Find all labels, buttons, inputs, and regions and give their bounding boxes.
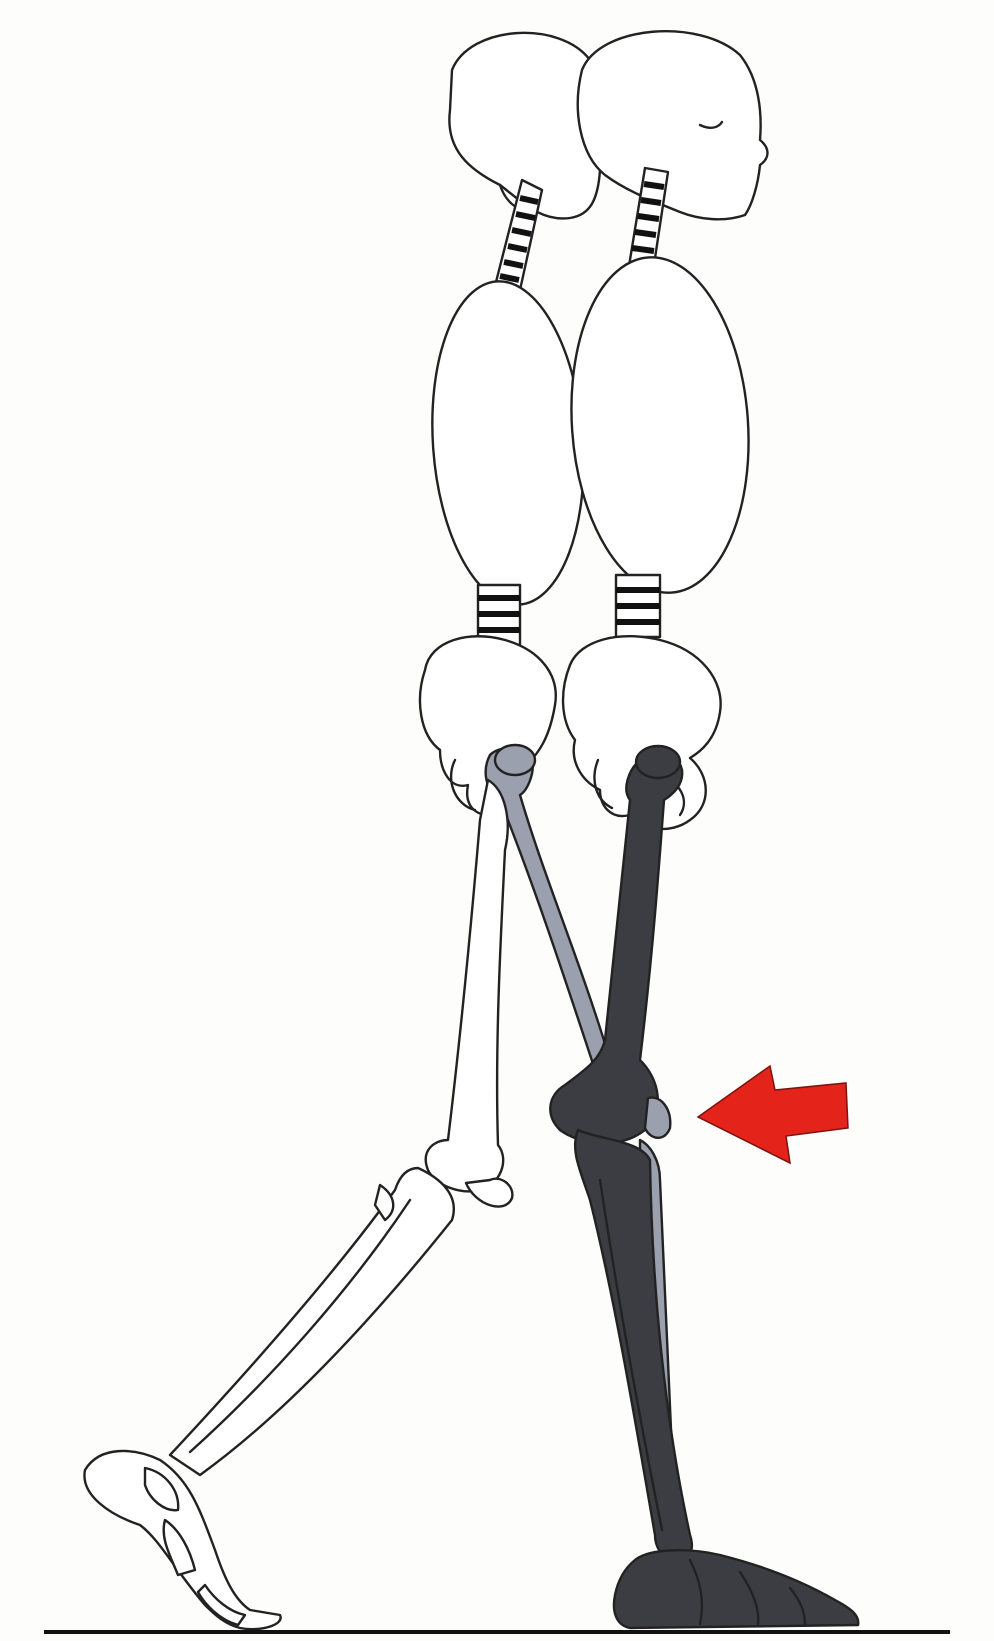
front-skull bbox=[578, 31, 768, 219]
front-lumbar-spine bbox=[616, 575, 660, 637]
front-dark-foot bbox=[614, 1550, 858, 1628]
front-figure bbox=[550, 31, 858, 1628]
back-white-tibia bbox=[170, 1168, 454, 1475]
front-dark-tibia bbox=[575, 1130, 692, 1560]
back-cervical-spine bbox=[496, 180, 542, 290]
front-thorax bbox=[560, 251, 759, 598]
gray-patella bbox=[645, 1098, 670, 1138]
back-figure bbox=[84, 33, 651, 1629]
back-white-foot bbox=[84, 1451, 280, 1629]
back-white-femur bbox=[426, 780, 513, 1207]
red-arrow-icon bbox=[698, 1066, 848, 1163]
back-thorax bbox=[422, 276, 594, 610]
